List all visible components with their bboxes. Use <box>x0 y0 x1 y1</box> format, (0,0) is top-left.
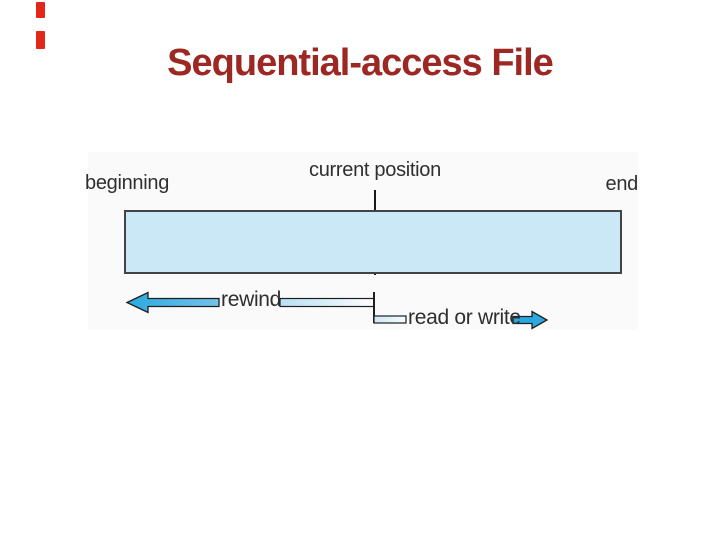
label-end: end <box>605 173 639 195</box>
label-beginning: beginning <box>85 172 170 194</box>
label-rewind: rewind <box>221 288 282 311</box>
slide-title: Sequential-access File <box>167 42 554 84</box>
rewind-arrow-icon <box>125 291 220 314</box>
slide-accent-mark-bottom <box>36 31 45 49</box>
rewind-shaft-fade <box>279 297 375 308</box>
file-box <box>124 210 622 274</box>
label-read-or-write: read or write <box>408 306 521 329</box>
slide-accent-mark-top <box>36 2 45 18</box>
arrows-graphic <box>125 291 549 330</box>
read-write-arrow-icon <box>512 310 549 330</box>
read-write-shaft <box>373 315 407 324</box>
label-current-position: current position <box>309 159 441 181</box>
